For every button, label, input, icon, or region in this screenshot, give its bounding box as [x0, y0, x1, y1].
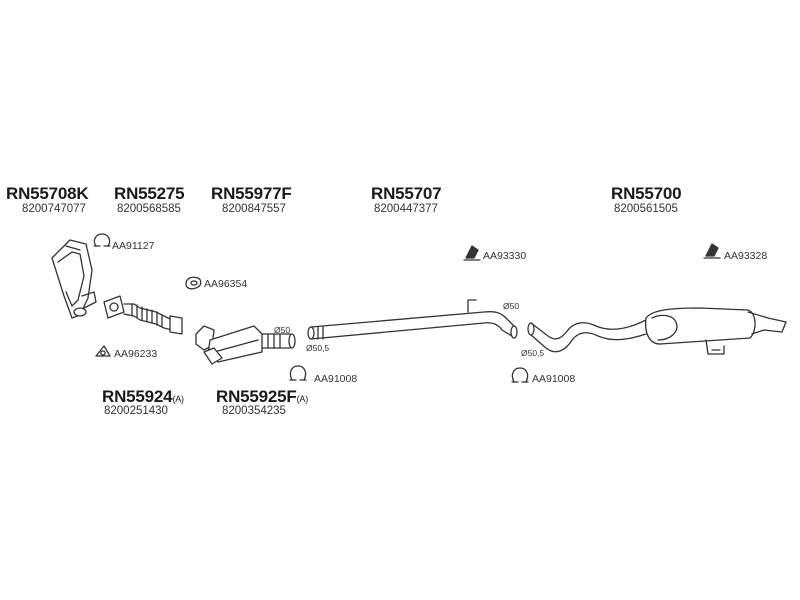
- mount-aa93328-illustration: [703, 243, 721, 259]
- diameter-label-50-front: Ø50: [274, 325, 291, 335]
- intermediate-pipe-illustration: [307, 299, 518, 340]
- part-code-rn55925f-text: RN55925F: [216, 387, 297, 406]
- gasket-aa96354-illustration: [185, 276, 202, 290]
- mount-aa93330-illustration: [463, 245, 481, 261]
- diameter-label-50-5-rear: Ø50,5: [521, 348, 545, 358]
- diameter-label-50-5-front: Ø50,5: [306, 343, 330, 353]
- flexible-pipe-illustration: [103, 295, 183, 335]
- accessory-aa93328: AA93328: [724, 250, 768, 262]
- accessory-aa91008-a: AA91008: [314, 373, 358, 385]
- oem-number-rn55925f: 8200354235: [222, 405, 286, 417]
- accessory-aa96233: AA96233: [114, 348, 158, 360]
- part-code-rn55924: RN55924(A): [102, 387, 184, 407]
- part-code-rn55708k: RN55708K: [6, 184, 89, 203]
- oem-number-rn55707: 8200447377: [374, 203, 438, 215]
- oem-number-rn55700: 8200561505: [614, 203, 678, 215]
- front-pipe-catalyst-illustration: [195, 325, 296, 365]
- accessory-aa96354: AA96354: [204, 278, 248, 290]
- accessory-aa91008-b: AA91008: [532, 373, 576, 385]
- gasket-aa96233-illustration: [95, 345, 111, 357]
- part-code-rn55924-suffix: (A): [172, 394, 184, 404]
- clamp-aa91127-illustration: [93, 233, 111, 247]
- diameter-label-50-rear: Ø50: [503, 301, 520, 311]
- part-code-rn55707: RN55707: [371, 184, 442, 203]
- oem-number-rn55924: 8200251430: [104, 405, 168, 417]
- part-code-rn55925f: RN55925F(A): [216, 387, 308, 407]
- clamp-aa91008-b-illustration: [511, 367, 529, 383]
- oem-number-rn55708k: 8200747077: [22, 203, 86, 215]
- part-code-rn55977f: RN55977F: [211, 184, 292, 203]
- oem-number-rn55275: 8200568585: [117, 203, 181, 215]
- part-code-rn55925f-suffix: (A): [296, 394, 309, 404]
- rear-silencer-illustration: [527, 307, 787, 355]
- part-code-rn55700: RN55700: [611, 184, 682, 203]
- clamp-aa91008-a-illustration: [289, 365, 307, 381]
- catalytic-converter-illustration: [51, 239, 97, 319]
- oem-number-rn55977f: 8200847557: [222, 203, 286, 215]
- part-code-rn55275: RN55275: [114, 184, 185, 203]
- part-code-rn55924-text: RN55924: [102, 387, 173, 406]
- accessory-aa93330: AA93330: [483, 250, 527, 262]
- accessory-aa91127: AA91127: [112, 240, 155, 252]
